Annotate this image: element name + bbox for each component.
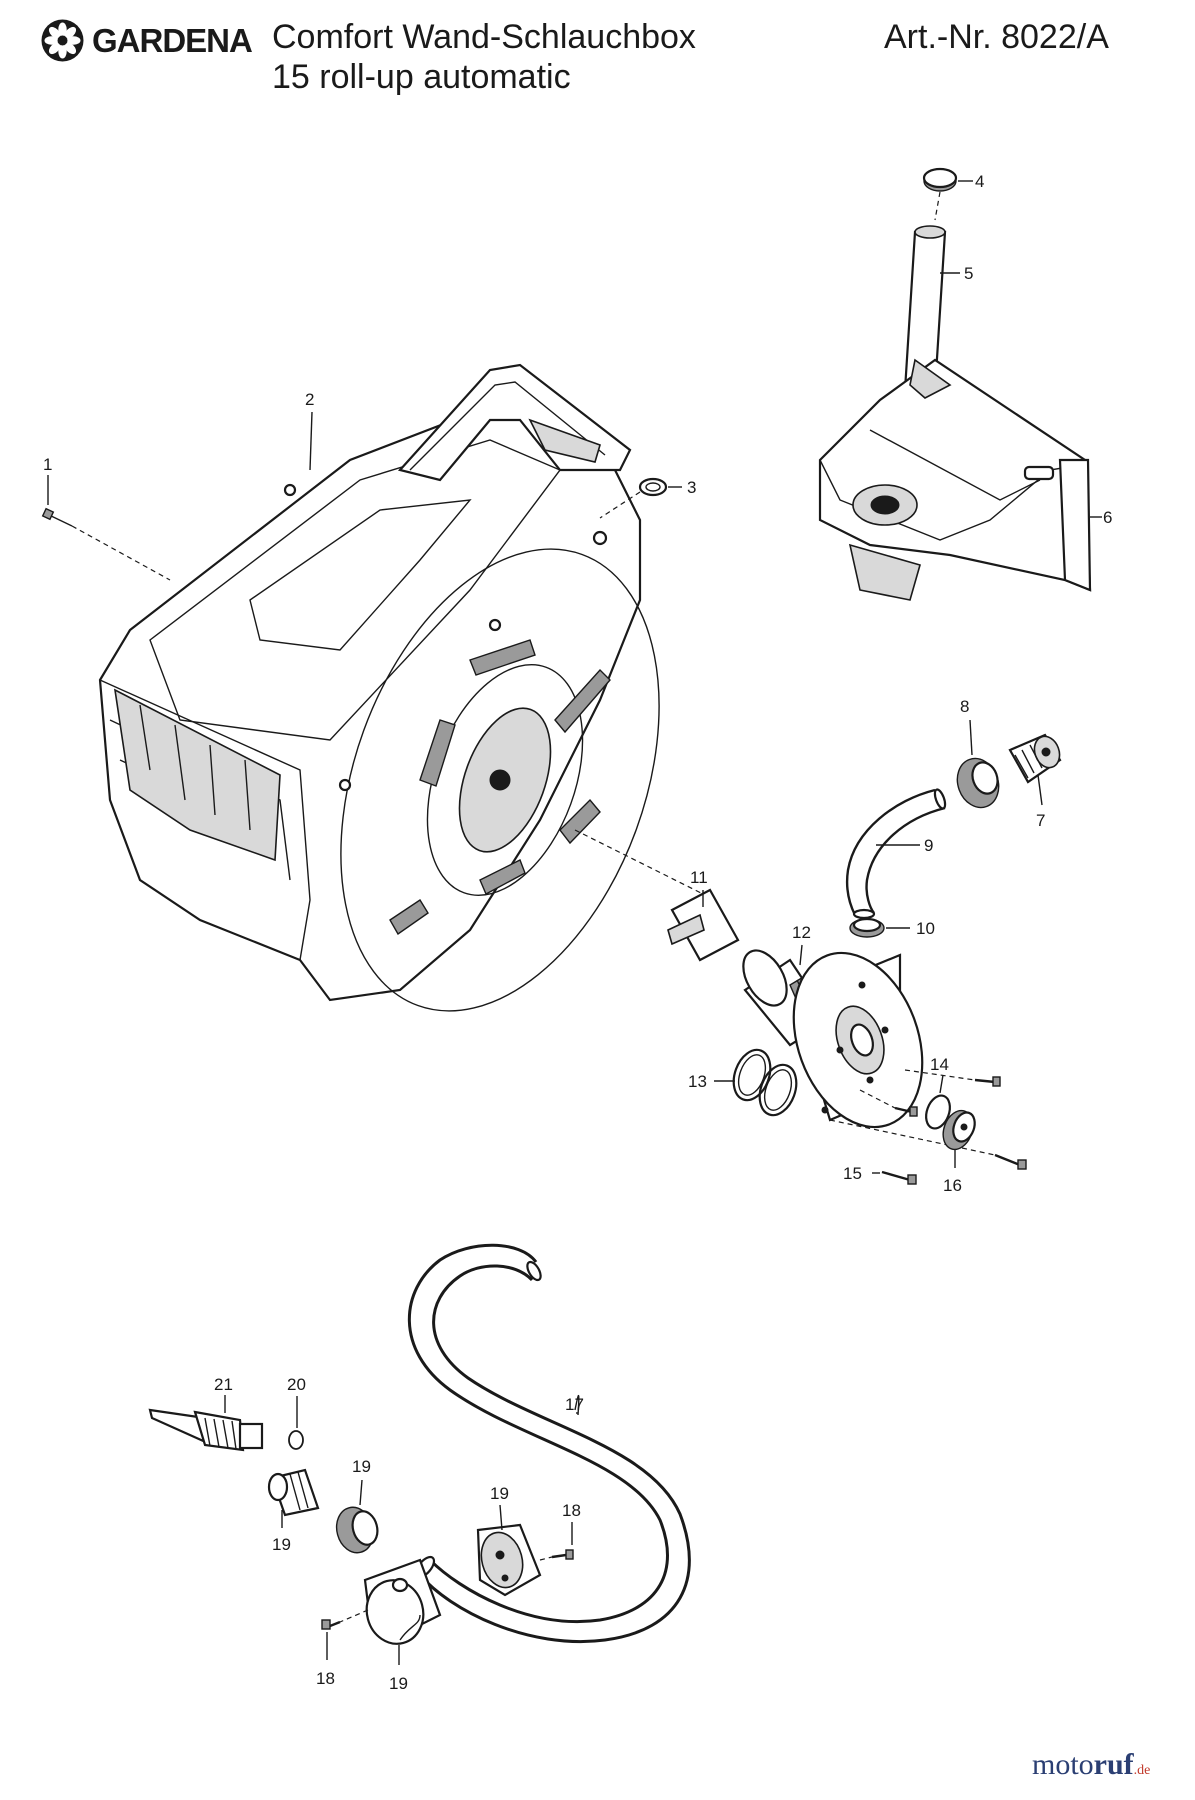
callout-18b: 18 bbox=[316, 1669, 335, 1688]
product-subtitle: 15 roll-up automatic bbox=[272, 58, 571, 96]
callout-6: 6 bbox=[1103, 508, 1112, 527]
callout-17: 17 bbox=[565, 1395, 584, 1414]
nut-part-20: 19 bbox=[335, 1457, 379, 1554]
callout-3: 3 bbox=[687, 478, 696, 497]
callout-14: 14 bbox=[930, 1055, 949, 1074]
connector-part-21: 19 bbox=[267, 1468, 320, 1554]
callout-16: 16 bbox=[943, 1176, 962, 1195]
screw-part-18-right: 18 bbox=[539, 1501, 581, 1561]
callout-2: 2 bbox=[305, 390, 314, 409]
washer-part-14: 14 bbox=[925, 1055, 951, 1130]
callout-7: 7 bbox=[1036, 811, 1045, 830]
cap-part-4: 4 bbox=[922, 167, 984, 221]
o-ring-part-3: 3 bbox=[599, 477, 696, 519]
callout-4: 4 bbox=[975, 172, 984, 191]
clip-part-11: 11 bbox=[667, 868, 740, 962]
callout-12: 12 bbox=[792, 923, 811, 942]
nut-part-8: 8 bbox=[956, 697, 1000, 809]
wall-bracket-part-6: 6 bbox=[818, 358, 1112, 601]
hose-piece-part-9: 9 bbox=[845, 788, 947, 920]
hose-part-17: 17 bbox=[407, 1243, 691, 1643]
hose-connector-part-7: 7 bbox=[1008, 733, 1062, 830]
screws-part-15: 15 bbox=[829, 1069, 1027, 1185]
screw-part-1: 1 bbox=[41, 455, 171, 581]
gardena-flower-logo bbox=[41, 19, 84, 62]
bearing-part-12: 12 bbox=[742, 923, 924, 1129]
callout-13: 13 bbox=[688, 1072, 707, 1091]
seal-rings-part-13: 13 bbox=[688, 1048, 798, 1117]
spray-nozzle-part-23: 21 bbox=[148, 1375, 264, 1452]
bushing-part-16: 16 bbox=[942, 1109, 976, 1195]
stopper-part-19-left: 19 bbox=[363, 1558, 442, 1693]
hose-clamp-part-10: 10 bbox=[849, 917, 935, 938]
motoruf-watermark: motoruf.de bbox=[1032, 1748, 1151, 1781]
callout-18a: 18 bbox=[562, 1501, 581, 1520]
stopper-part-19-right: 19 bbox=[476, 1484, 542, 1597]
callout-21: 19 bbox=[272, 1535, 291, 1554]
brand-name: GARDENA bbox=[92, 22, 253, 59]
callout-9: 9 bbox=[924, 836, 933, 855]
callout-19b: 19 bbox=[389, 1674, 408, 1693]
hose-box-housing bbox=[98, 363, 660, 1012]
screw-part-18-left: 18 bbox=[316, 1609, 369, 1688]
callout-1: 1 bbox=[43, 455, 52, 474]
callout-20: 19 bbox=[352, 1457, 371, 1476]
o-ring-part-22: 20 bbox=[287, 1375, 306, 1450]
callout-8: 8 bbox=[960, 697, 969, 716]
callout-10: 10 bbox=[916, 919, 935, 938]
callout-5: 5 bbox=[964, 264, 973, 283]
callout-19a: 19 bbox=[490, 1484, 509, 1503]
product-title: Comfort Wand-Schlauchbox bbox=[272, 18, 696, 56]
article-number: Art.-Nr. 8022/A bbox=[884, 18, 1109, 56]
callout-11: 11 bbox=[690, 868, 708, 887]
callout-22: 20 bbox=[287, 1375, 306, 1394]
callout-23: 21 bbox=[214, 1375, 233, 1394]
callout-15: 15 bbox=[843, 1164, 862, 1183]
